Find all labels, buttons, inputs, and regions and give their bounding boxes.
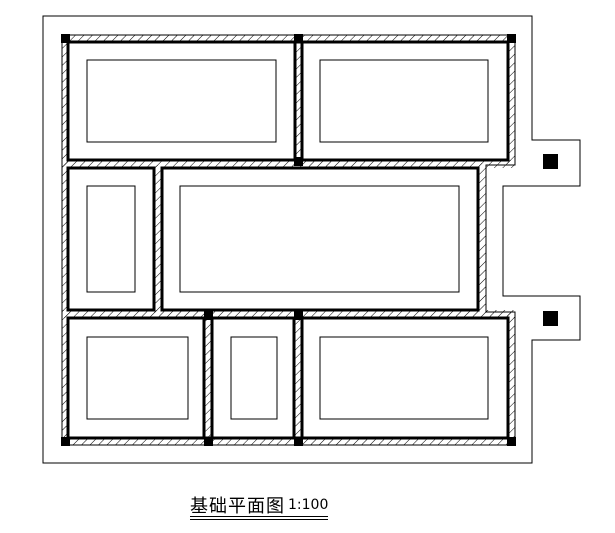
title-underline (190, 516, 328, 517)
column-nodes (61, 34, 516, 446)
room-mid-left (66, 166, 156, 312)
room-bot-center (210, 316, 296, 440)
room-mid-center (160, 166, 480, 312)
rooms (66, 40, 510, 440)
footing-markers (543, 154, 558, 326)
room-bot-left (66, 316, 206, 440)
wall-hatch (62, 35, 515, 445)
drawing-scale: 1:100 (288, 497, 329, 513)
room-top-left (66, 40, 297, 162)
drawing-title: 基础平面图 (190, 496, 285, 517)
foundation-outline (42, 15, 581, 464)
title-underline-thin (190, 519, 328, 520)
inner-panels (86, 59, 489, 420)
room-top-right (300, 40, 510, 162)
room-bot-right (300, 316, 510, 440)
